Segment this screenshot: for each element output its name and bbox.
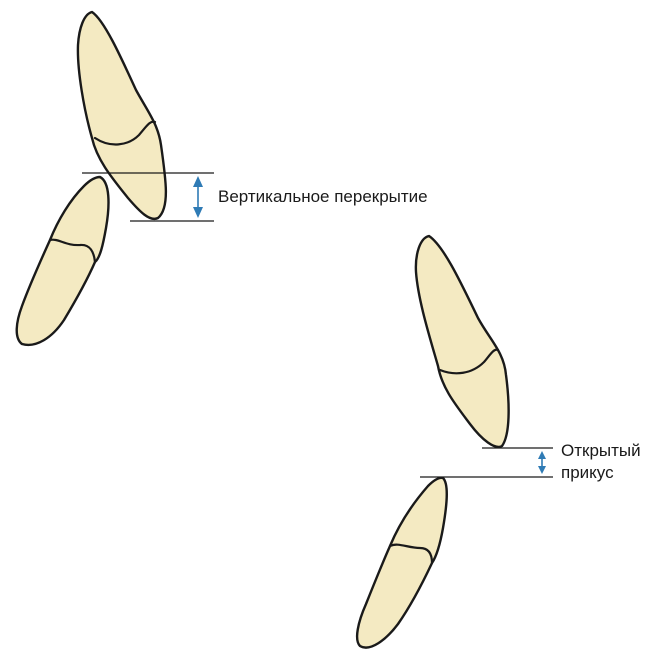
open-bite-label-line2: прикус <box>561 462 641 484</box>
vertical-overlap-arrow-top <box>193 176 203 187</box>
open-bite-label-line1: Открытый <box>561 440 641 462</box>
vertical-overlap-arrow-bottom <box>193 207 203 218</box>
openbite-group <box>357 236 553 648</box>
open-bite-arrow-top <box>538 451 546 459</box>
open-bite-arrow-bottom <box>538 466 546 474</box>
overbite-group <box>17 12 214 345</box>
open-bite-label: Открытый прикус <box>561 440 641 484</box>
upper-incisor-right <box>416 236 509 447</box>
lower-incisor-right <box>357 478 447 648</box>
vertical-overlap-label: Вертикальное перекрытие <box>218 186 428 208</box>
